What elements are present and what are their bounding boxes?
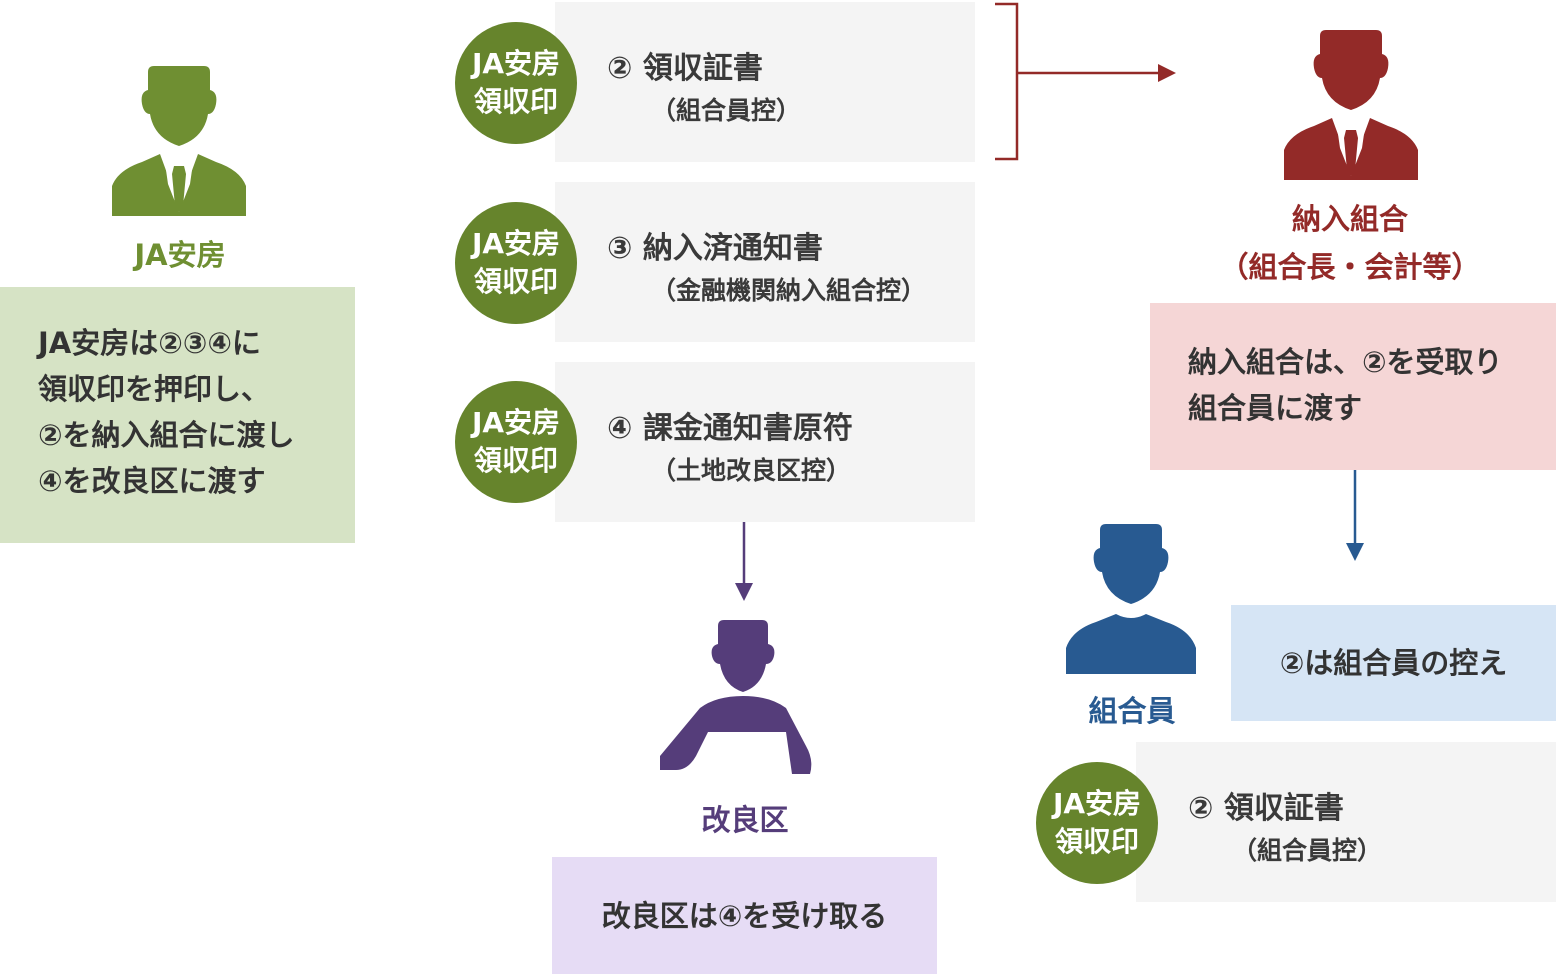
member-label: 組合員 [1088, 694, 1176, 728]
district-label: 改良区 [701, 803, 789, 837]
arrow-to-district-head [735, 583, 753, 601]
document-subtitle: （金融機関納入組合控） [651, 276, 927, 305]
person-with-tie-icon [112, 66, 246, 216]
district-note: 改良区は④を受け取る [552, 857, 937, 974]
member-note-text: ②は組合員の控え [1279, 646, 1508, 680]
document-receipt: ② 領収証書 （組合員控） [555, 2, 975, 162]
union-note: 納入組合は、②を受取り 組合員に渡す [1150, 303, 1556, 470]
receipt-stamp: JA安房 領収印 [1036, 762, 1158, 884]
document-subtitle: （土地改良区控） [651, 456, 852, 485]
union-note-line: 納入組合は、②を受取り [1188, 345, 1503, 379]
stamp-line: 領収印 [473, 85, 558, 118]
arrow-to-member-head [1346, 543, 1364, 561]
receipt-stamp: JA安房 領収印 [455, 22, 577, 144]
member-note: ②は組合員の控え [1231, 605, 1556, 721]
document-subtitle: （組合員控） [1232, 836, 1383, 865]
arrow-to-union-head [1158, 64, 1176, 82]
document-title: ③ 納入済通知書 [607, 231, 823, 266]
person-with-tie-icon [1284, 30, 1418, 180]
ja-note-line: 領収印を押印し、 [38, 372, 271, 406]
stamp-line: 領収印 [473, 444, 558, 477]
stamp-line: JA安房 [1052, 787, 1142, 820]
document-subtitle: （組合員控） [651, 96, 802, 125]
document-payment-notice: ③ 納入済通知書 （金融機関納入組合控） [555, 182, 975, 342]
stamp-line: JA安房 [471, 227, 561, 260]
receipt-stamp: JA安房 領収印 [455, 381, 577, 503]
person-icon [1066, 524, 1196, 674]
document-title: ④ 課金通知書原符 [607, 411, 853, 446]
bracket-connector [995, 2, 1019, 161]
union-sublabel: （組合長・会計等） [1219, 250, 1481, 284]
ja-note-line: ②を納入組合に渡し [38, 418, 295, 452]
stamp-line: 領収印 [1054, 825, 1139, 858]
union-label: 納入組合 [1291, 202, 1408, 236]
district-note-text: 改良区は④を受け取る [601, 898, 888, 933]
stamp-line: JA安房 [471, 47, 561, 80]
document-title: ② 領収証書 [607, 51, 763, 86]
document-title: ② 領収証書 [1188, 791, 1344, 826]
stamp-line: JA安房 [471, 406, 561, 439]
receipt-stamp: JA安房 領収印 [455, 202, 577, 324]
document-receipt: ② 領収証書 （組合員控） [1136, 742, 1556, 902]
union-note-line: 組合員に渡す [1188, 391, 1363, 425]
ja-note: JA安房は②③④に 領収印を押印し、 ②を納入組合に渡し ④を改良区に渡す [0, 287, 355, 543]
document-billing-stub: ④ 課金通知書原符 （土地改良区控） [555, 362, 975, 522]
person-at-desk-icon [660, 620, 812, 774]
stamp-line: 領収印 [473, 265, 558, 298]
ja-note-line: JA安房は②③④に [38, 326, 261, 360]
ja-note-line: ④を改良区に渡す [38, 464, 266, 498]
ja-label: JA安房 [134, 238, 226, 272]
